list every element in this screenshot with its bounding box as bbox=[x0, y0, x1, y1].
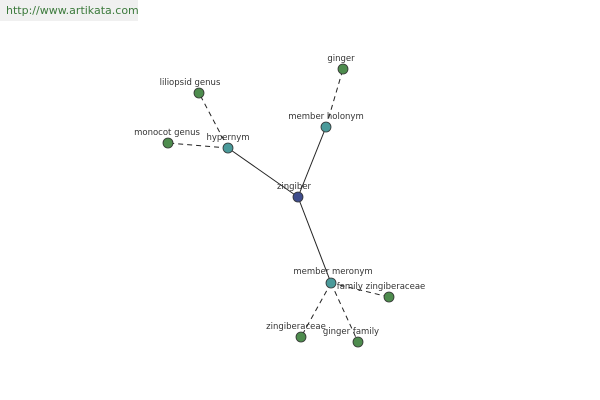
edge-zingiber-hypernym bbox=[227, 147, 299, 198]
node-family-zingiberaceae[interactable] bbox=[383, 291, 395, 303]
graph-labels: zingiber hypernym member holonym member mer… bbox=[134, 54, 425, 337]
label-family-zingiberaceae[interactable]: family zingiberaceae bbox=[337, 282, 426, 292]
label-monocot-genus[interactable]: monocot genus bbox=[134, 128, 200, 138]
edge-member-meronym-family-zingiberaceae bbox=[330, 282, 390, 298]
node-monocot-genus[interactable] bbox=[162, 137, 174, 149]
label-liliopsid-genus[interactable]: liliopsid genus bbox=[160, 78, 221, 88]
node-ginger[interactable] bbox=[337, 63, 349, 75]
label-ginger-family[interactable]: ginger family bbox=[323, 327, 379, 337]
edge-zingiber-member-meronym bbox=[297, 196, 332, 284]
node-member-meronym[interactable] bbox=[325, 277, 337, 289]
edge-member-meronym-zingiberaceae bbox=[300, 282, 332, 338]
edge-member-holonym-ginger bbox=[325, 68, 344, 128]
node-zingiber[interactable] bbox=[292, 191, 304, 203]
label-member-meronym[interactable]: member meronym bbox=[293, 267, 372, 277]
site-url[interactable]: http://www.artikata.com bbox=[0, 0, 139, 21]
node-liliopsid-genus[interactable] bbox=[193, 87, 205, 99]
graph-edges bbox=[167, 68, 390, 343]
edge-zingiber-member-holonym bbox=[297, 126, 327, 198]
label-hypernym[interactable]: hypernym bbox=[206, 133, 249, 143]
edge-member-meronym-ginger-family bbox=[330, 282, 359, 343]
edge-hypernym-monocot-genus bbox=[167, 142, 229, 149]
graph-nodes bbox=[162, 63, 395, 348]
node-zingiberaceae[interactable] bbox=[295, 331, 307, 343]
label-zingiberaceae[interactable]: zingiberaceae bbox=[266, 322, 326, 332]
label-ginger[interactable]: ginger bbox=[327, 54, 355, 64]
edge-hypernym-liliopsid-genus bbox=[198, 92, 229, 149]
node-member-holonym[interactable] bbox=[320, 121, 332, 133]
label-member-holonym[interactable]: member holonym bbox=[288, 112, 363, 122]
node-hypernym[interactable] bbox=[222, 142, 234, 154]
node-ginger-family[interactable] bbox=[352, 336, 364, 348]
label-zingiber[interactable]: zingiber bbox=[277, 182, 312, 192]
